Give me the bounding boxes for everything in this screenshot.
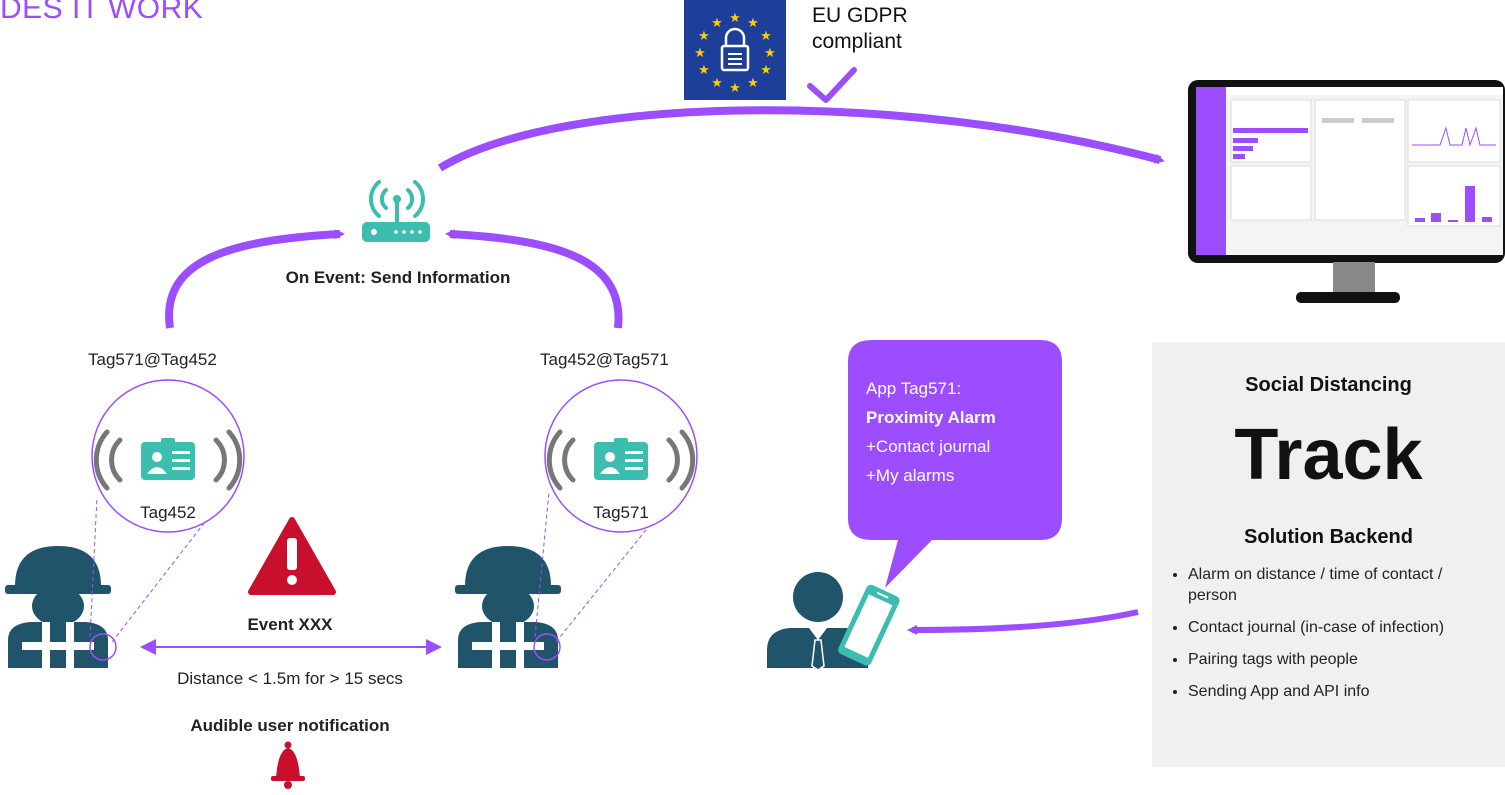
gdpr-line2: compliant xyxy=(812,30,902,53)
monitor-dashboard-screenshot xyxy=(1188,80,1505,303)
app-bubble-text: App Tag571: Proximity Alarm +Contact jou… xyxy=(866,374,996,490)
arrow-backend-to-app xyxy=(907,609,1139,635)
businessman-icon xyxy=(767,572,868,671)
id-badge-left-icon xyxy=(93,429,243,491)
svg-text:★: ★ xyxy=(698,63,710,78)
event-title: Event XXX xyxy=(247,615,333,634)
svg-text:★: ★ xyxy=(764,46,776,61)
svg-text:★: ★ xyxy=(698,29,710,44)
svg-text:★: ★ xyxy=(694,46,706,61)
svg-text:★: ★ xyxy=(711,16,723,31)
arrow-left-tag-to-router xyxy=(165,229,345,329)
svg-text:★: ★ xyxy=(747,76,759,91)
feature-list: Alarm on distance / time of contact / pe… xyxy=(1172,564,1488,713)
worker-left-icon xyxy=(5,546,111,668)
feature-item: Contact journal (in-case of infection) xyxy=(1188,617,1488,638)
app-bubble-line2: Proximity Alarm xyxy=(866,408,996,427)
right-tag-label: Tag571 xyxy=(593,503,649,522)
page-title: DES IT WORK xyxy=(0,0,204,25)
svg-text:★: ★ xyxy=(729,81,741,96)
check-icon xyxy=(807,67,857,103)
warning-icon xyxy=(248,517,336,595)
svg-text:★: ★ xyxy=(760,29,772,44)
feature-item: Sending App and API info xyxy=(1188,681,1488,702)
event-distance: Distance < 1.5m for > 15 secs xyxy=(177,669,403,688)
id-badge-right-icon xyxy=(546,429,696,491)
panel-heading: Social Distancing xyxy=(1245,374,1412,396)
event-notification: Audible user notification xyxy=(190,716,390,735)
feature-item: Alarm on distance / time of contact / pe… xyxy=(1188,564,1488,606)
bell-icon xyxy=(271,741,305,789)
svg-text:★: ★ xyxy=(711,76,723,91)
feature-item: Pairing tags with people xyxy=(1188,649,1488,670)
left-tag-label: Tag452 xyxy=(140,503,196,522)
router-caption: On Event: Send Information xyxy=(285,268,511,287)
arrow-router-to-backend xyxy=(437,106,1165,172)
right-pair-label: Tag452@Tag571 xyxy=(540,350,669,369)
app-bubble-line3: +Contact journal xyxy=(866,437,991,456)
svg-text:★: ★ xyxy=(729,11,741,26)
left-pair-label: Tag571@Tag452 xyxy=(88,350,217,369)
svg-text:★: ★ xyxy=(747,16,759,31)
backend-panel: Social Distancing Track Solution Backend… xyxy=(1152,342,1505,767)
eu-flag-lock-icon: ★★★ ★★★ ★★★ ★★★ xyxy=(684,0,786,100)
panel-subheading: Solution Backend xyxy=(1244,526,1413,548)
app-bubble-line4: +My alarms xyxy=(866,466,955,485)
app-speech-bubble xyxy=(848,340,1062,588)
arrow-right-tag-to-router xyxy=(445,229,623,329)
gdpr-label: EU GDPR compliant xyxy=(812,3,908,55)
panel-big-title: Track xyxy=(1234,415,1423,495)
gdpr-line1: EU GDPR xyxy=(812,4,908,27)
smartphone-icon xyxy=(838,584,900,666)
worker-right-icon xyxy=(455,546,561,668)
svg-text:★: ★ xyxy=(760,63,772,78)
wifi-router-icon xyxy=(362,180,430,242)
app-bubble-line1: App Tag571: xyxy=(866,379,962,398)
